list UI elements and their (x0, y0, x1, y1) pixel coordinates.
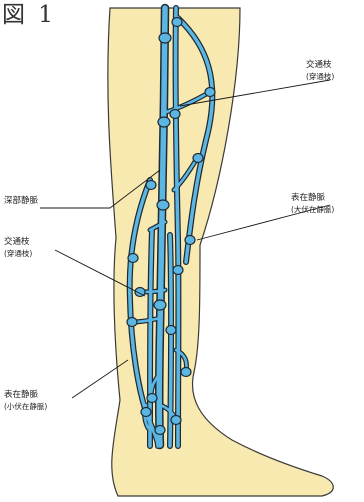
label-main: 交通枝 (306, 60, 334, 71)
label-main: 表在静脈 (291, 193, 334, 204)
valve (166, 326, 176, 335)
valve (193, 154, 203, 163)
label-main: 交通枝 (4, 237, 32, 248)
label-superficial-great: 表在静脈 (大伏在静脈) (291, 193, 334, 215)
label-communicating-top: 交通枝 (穿通枝) (306, 60, 334, 82)
label-sub: (大伏在静脈) (291, 204, 334, 215)
valve (154, 300, 166, 310)
label-communicating-mid: 交通枝 (穿通枝) (4, 237, 32, 259)
leg-silhouette (108, 8, 333, 496)
valve (155, 426, 165, 435)
label-main: 深部静脈 (4, 196, 38, 207)
valve (158, 117, 170, 127)
valve (170, 110, 180, 119)
valve (141, 408, 151, 417)
valve (128, 254, 138, 263)
label-sub: (穿通枝) (4, 248, 32, 259)
valve (127, 318, 137, 327)
label-sub: (小伏在静脈) (4, 401, 47, 412)
valve (181, 368, 191, 377)
label-superficial-small: 表在静脈 (小伏在静脈) (4, 390, 47, 412)
label-sub: (穿通枝) (306, 71, 334, 82)
valve (147, 394, 157, 403)
valve (159, 33, 171, 43)
valve (157, 200, 169, 210)
valve (172, 18, 182, 27)
valve (146, 181, 156, 190)
label-main: 表在静脈 (4, 390, 47, 401)
valve (205, 88, 215, 97)
label-deep-vein: 深部静脈 (4, 196, 38, 207)
figure-title: 図 1 (2, 0, 56, 29)
valve (173, 266, 183, 275)
valve (185, 236, 195, 245)
valve (171, 416, 181, 425)
